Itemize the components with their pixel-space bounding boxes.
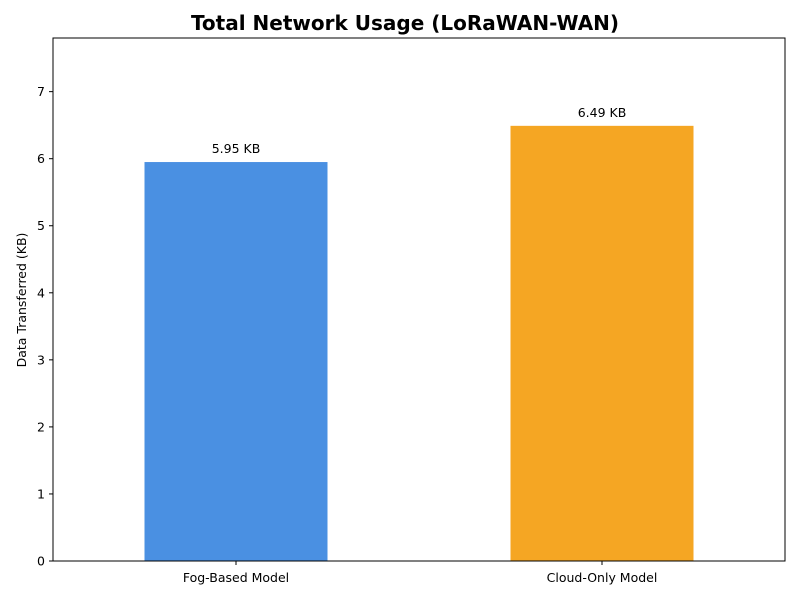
x-tick-label: Fog-Based Model [183,570,289,585]
bar [144,162,328,562]
y-tick-label: 7 [37,84,45,99]
bar-data-label: 5.95 KB [212,141,261,156]
y-tick-label: 1 [37,486,45,501]
x-tick-label: Cloud-Only Model [547,570,658,585]
y-tick-label: 0 [37,554,45,569]
y-axis-label: Data Transferred (KB) [14,233,29,368]
y-tick-label: 2 [37,419,45,434]
y-tick-label: 6 [37,151,45,166]
plot-area: 5.95 KB Fog-Based Model 6.49 KB Cloud-Only … [37,37,786,585]
bar-data-label: 6.49 KB [578,105,627,120]
bar [510,125,694,561]
y-tick-label: 4 [37,285,45,300]
axes-frame [52,37,786,562]
chart-title: Total Network Usage (LoRaWAN-WAN) [191,11,619,35]
y-tick-label: 3 [37,352,45,367]
y-tick-label: 5 [37,218,45,233]
